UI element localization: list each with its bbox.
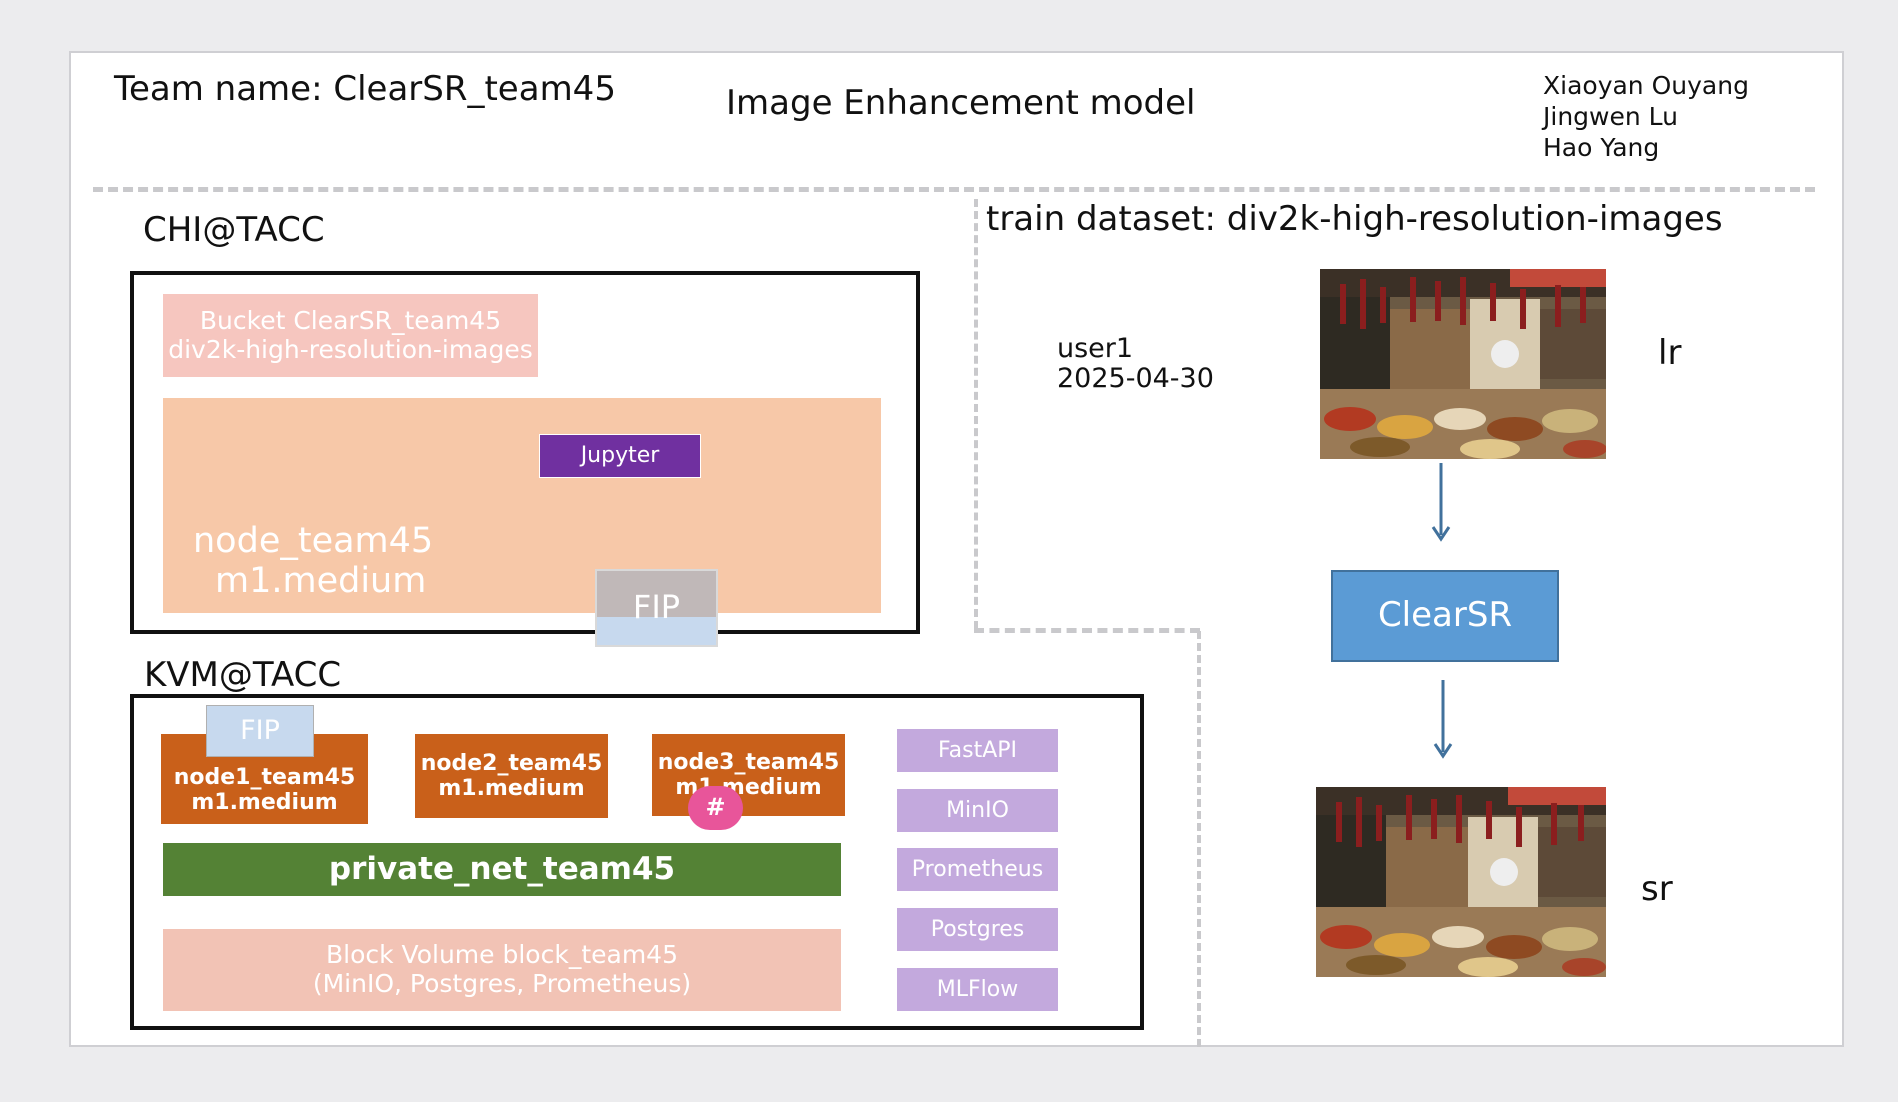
chi-node-flavor: m1.medium — [215, 561, 427, 602]
dataset-title: train dataset: div2k-high-resolution-ima… — [986, 199, 1723, 239]
kvm-node-3-name: node3_team45 — [657, 749, 840, 775]
kvm-label: KVM@TACC — [144, 655, 342, 695]
kvm-node-2-flavor: m1.medium — [438, 776, 585, 801]
kvm-node-1-name: node1_team45 — [173, 764, 356, 790]
chi-label: CHI@TACC — [143, 210, 325, 250]
dataset-divider-lower — [1197, 631, 1201, 1047]
chi-fip-box[interactable]: FIP — [595, 569, 718, 647]
block-volume-label-1: Block Volume block_team45 — [326, 940, 678, 970]
chi-node-name: node_team45 — [193, 521, 434, 561]
service-fastapi[interactable]: FastAPI — [897, 729, 1058, 772]
service-minio[interactable]: MinIO — [897, 789, 1058, 832]
header-divider — [93, 187, 1815, 192]
service-postgres[interactable]: Postgres — [897, 908, 1058, 951]
kvm-frame — [130, 694, 1144, 1030]
sr-label: sr — [1641, 869, 1673, 909]
author-3: Hao Yang — [1543, 133, 1660, 162]
chi-fip-label: FIP — [632, 587, 681, 626]
chi-node-label: node_team45 m1.medium — [193, 521, 433, 602]
clearsr-model-box[interactable]: ClearSR — [1331, 570, 1559, 662]
dataset-divider-vertical — [974, 199, 978, 629]
node-area[interactable] — [163, 398, 881, 613]
sr-image — [1316, 787, 1606, 977]
lr-label: lr — [1658, 333, 1682, 373]
kvm-node-1-flavor: m1.medium — [191, 790, 338, 815]
author-2: Jingwen Lu — [1543, 102, 1678, 131]
dataset-date: 2025-04-30 — [1057, 363, 1214, 394]
private-net-bar[interactable]: private_net_team45 — [163, 843, 841, 896]
team-name: Team name: ClearSR_team45 — [114, 69, 616, 109]
arrow-model-to-sr — [1433, 680, 1453, 759]
slide: Team name: ClearSR_team45 Image Enhancem… — [69, 51, 1844, 1047]
service-mlflow[interactable]: MLFlow — [897, 968, 1058, 1011]
dataset-user: user1 — [1057, 333, 1134, 364]
jupyter-box[interactable]: Jupyter — [539, 434, 701, 478]
bucket-label-1: Bucket ClearSR_team45 — [199, 305, 502, 335]
chi-frame — [130, 271, 920, 634]
kvm-node-1[interactable]: node1_team45 m1.medium — [161, 734, 368, 824]
kvm-node-2[interactable]: node2_team45 m1.medium — [415, 734, 608, 818]
kvm-fip-box[interactable]: FIP — [206, 705, 314, 757]
lr-image — [1320, 269, 1606, 459]
bucket-box[interactable]: Bucket ClearSR_team45 div2k-high-resolut… — [163, 294, 538, 377]
kvm-node-3[interactable]: node3_team45 m1.medium — [652, 734, 845, 816]
arrow-lr-to-model — [1431, 463, 1451, 542]
bucket-label-2: div2k-high-resolution-images — [168, 334, 533, 364]
block-volume-label-2: (MinIO, Postgres, Prometheus) — [312, 969, 692, 998]
dataset-divider-horizontal — [974, 628, 1200, 633]
author-1: Xiaoyan Ouyang — [1543, 71, 1749, 100]
service-prometheus[interactable]: Prometheus — [897, 848, 1058, 891]
block-volume-box[interactable]: Block Volume block_team45 (MinIO, Postgr… — [163, 929, 841, 1011]
hash-badge[interactable]: # — [688, 786, 743, 830]
kvm-node-2-name: node2_team45 — [420, 750, 603, 776]
page-title: Image Enhancement model — [726, 83, 1196, 123]
